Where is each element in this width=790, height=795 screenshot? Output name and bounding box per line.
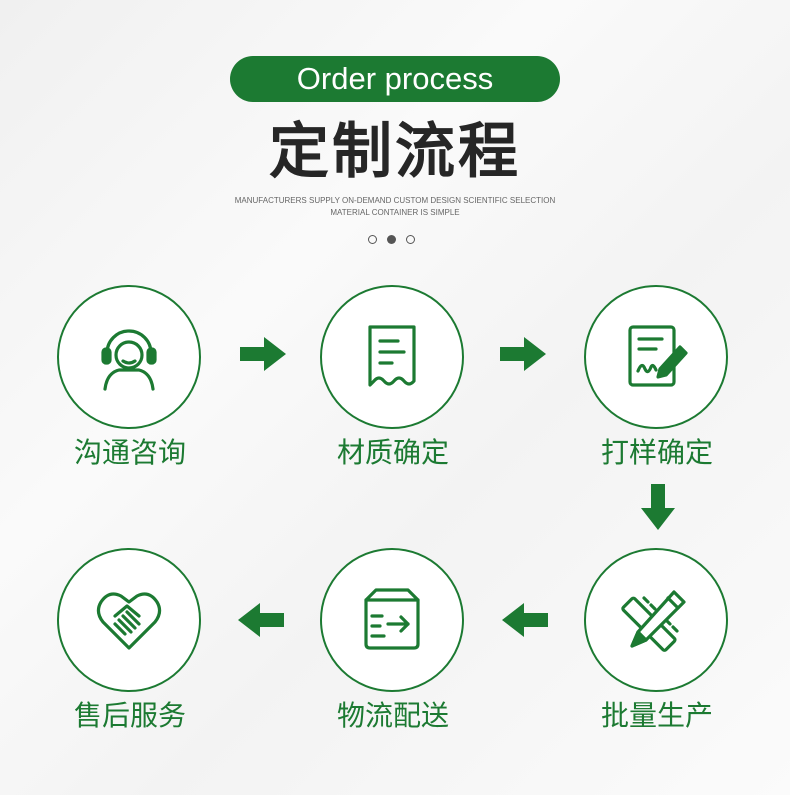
step-label-logistics: 物流配送 xyxy=(336,699,449,732)
dot-1 xyxy=(368,235,377,244)
handshake-heart-icon xyxy=(96,592,162,650)
delivery-box-icon xyxy=(364,588,420,650)
step-circle-production xyxy=(584,548,728,692)
step-circle-logistics xyxy=(320,548,464,692)
subtitle-line-2: MATERIAL CONTAINER IS SIMPLE xyxy=(330,208,460,217)
receipt-icon xyxy=(368,325,416,387)
step-circle-aftersales xyxy=(57,548,201,692)
arrow-right-icon xyxy=(500,337,546,371)
carousel-dots xyxy=(368,235,418,245)
subtitle: MANUFACTURERS SUPPLY ON-DEMAND CUSTOM DE… xyxy=(0,195,790,219)
step-circle-sample xyxy=(584,285,728,429)
arrow-left-icon xyxy=(502,603,548,637)
arrow-left-icon xyxy=(238,603,284,637)
headset-icon xyxy=(101,329,157,391)
step-label-consult: 沟通咨询 xyxy=(73,436,186,469)
step-label-material: 材质确定 xyxy=(336,436,449,469)
step-label-production: 批量生产 xyxy=(600,699,713,732)
step-label-sample: 打样确定 xyxy=(600,436,713,469)
signed-document-icon xyxy=(628,325,688,387)
step-circle-consult xyxy=(57,285,201,429)
step-circle-material xyxy=(320,285,464,429)
dot-2 xyxy=(387,235,396,244)
step-label-aftersales: 售后服务 xyxy=(73,699,186,732)
english-title-pill: Order process xyxy=(230,56,560,102)
arrow-right-icon xyxy=(240,337,286,371)
dot-3 xyxy=(406,235,415,244)
page-title: 定制流程 xyxy=(269,117,521,187)
pencil-ruler-icon xyxy=(621,590,686,652)
arrow-down-icon xyxy=(641,484,675,530)
subtitle-line-1: MANUFACTURERS SUPPLY ON-DEMAND CUSTOM DE… xyxy=(234,196,556,205)
